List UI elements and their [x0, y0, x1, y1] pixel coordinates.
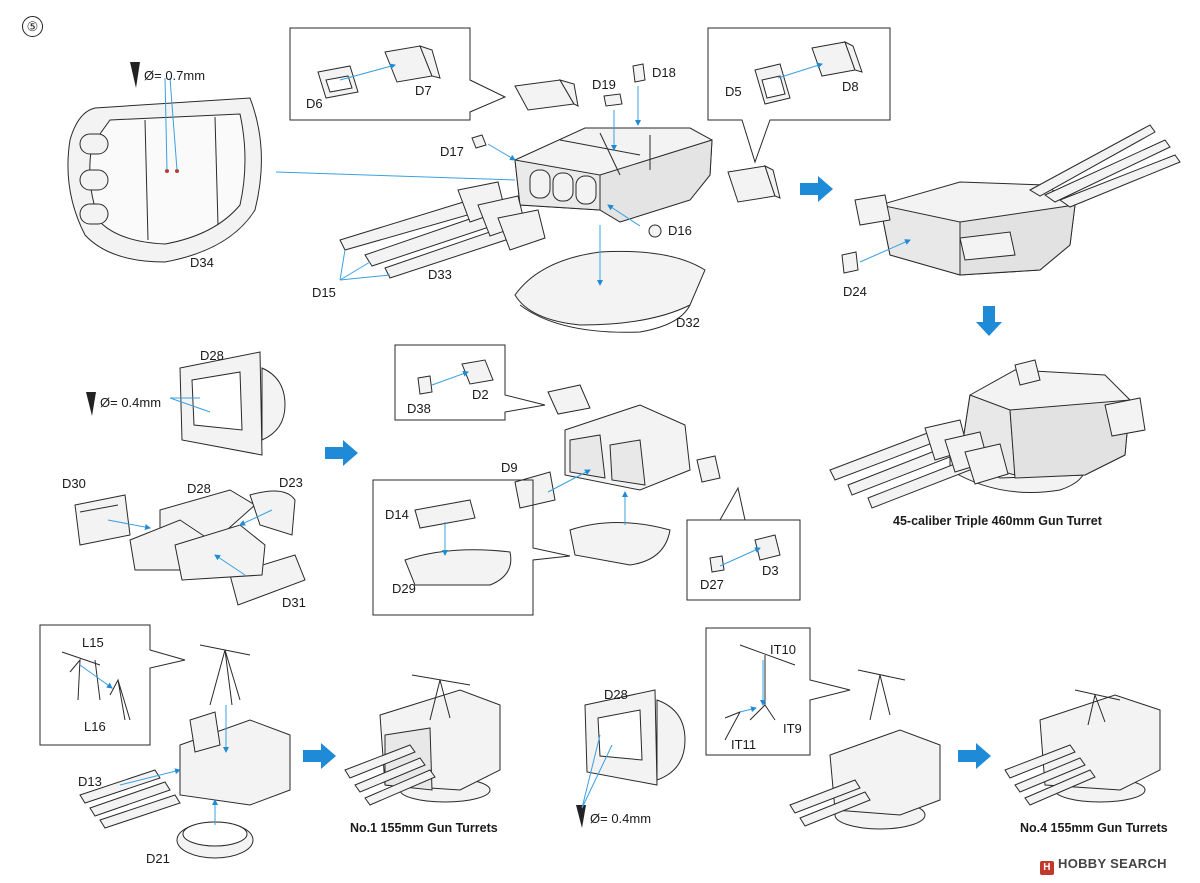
d14-d29-inset — [372, 479, 571, 616]
d23-part — [249, 490, 296, 536]
d14-part — [414, 499, 476, 529]
d2-placed — [547, 384, 591, 415]
d29-part — [404, 549, 512, 586]
d38-part — [417, 375, 433, 395]
label-d2: D2 — [472, 387, 489, 402]
caption-460mm-turret: 45-caliber Triple 460mm Gun Turret — [893, 514, 1102, 528]
d9-part — [514, 471, 556, 509]
label-d38: D38 — [407, 401, 431, 416]
d8-part — [811, 40, 863, 77]
drill-note-top: Ø= 0.7mm — [144, 68, 206, 83]
drill-note-bottom: Ø= 0.4mm — [590, 811, 652, 826]
d27-part — [709, 555, 725, 573]
label-d21: D21 — [146, 851, 170, 866]
no4-assembled — [1004, 689, 1161, 806]
main-turret-housing — [514, 127, 713, 223]
label-d19: D19 — [592, 77, 616, 92]
l16-part — [109, 678, 131, 721]
label-d3: D3 — [762, 563, 779, 578]
label-d32: D32 — [676, 315, 700, 330]
label-d28-bottom: D28 — [604, 687, 628, 702]
label-it10: IT10 — [770, 642, 797, 657]
d28-sub-assembly — [129, 519, 266, 581]
d30-part — [74, 494, 131, 546]
caption-no4-155mm: No.4 155mm Gun Turrets — [1020, 821, 1168, 835]
watermark-logo-icon: H — [1040, 861, 1054, 875]
drill-bits — [86, 62, 586, 828]
small-parts — [471, 63, 662, 238]
watermark: H HOBBY SEARCH — [1040, 856, 1167, 875]
label-d5: D5 — [725, 84, 742, 99]
process-arrows — [303, 176, 1002, 769]
label-it11: IT11 — [731, 737, 757, 752]
label-d15: D15 — [312, 285, 336, 300]
leader-lines — [79, 62, 911, 825]
d27-d3-inset — [686, 486, 801, 601]
label-d17: D17 — [440, 144, 464, 159]
label-d16: D16 — [668, 223, 692, 238]
label-d23: D23 — [279, 475, 303, 490]
no4-exploded — [789, 669, 941, 830]
d5-placed — [727, 165, 781, 203]
d28-top-view — [179, 351, 286, 456]
d29-placed — [569, 522, 671, 566]
d32-base — [514, 250, 706, 333]
label-d27: D27 — [700, 577, 724, 592]
label-it9: IT9 — [783, 721, 802, 736]
label-d7: D7 — [415, 83, 432, 98]
body-assembly-center — [564, 404, 691, 491]
label-d28-top: D28 — [200, 348, 224, 363]
label-l15: L15 — [82, 635, 104, 650]
d28-side-view — [584, 689, 686, 786]
d7-part — [384, 45, 441, 83]
d7-placed — [514, 79, 579, 111]
label-d29: D29 — [392, 581, 416, 596]
d5-part — [754, 63, 791, 105]
label-l16: L16 — [84, 719, 106, 734]
label-d14: D14 — [385, 507, 409, 522]
it10-part — [739, 644, 796, 705]
label-d31: D31 — [282, 595, 306, 610]
watermark-text: HOBBY SEARCH — [1058, 856, 1167, 871]
label-d18: D18 — [652, 65, 676, 80]
label-d33: D33 — [428, 267, 452, 282]
label-d6: D6 — [306, 96, 323, 111]
no1-exploded — [79, 644, 291, 859]
label-d24: D24 — [843, 284, 867, 299]
d5-d8-inset — [707, 27, 891, 164]
step-number-badge: ⑤ — [22, 16, 43, 37]
l15-l16-inset — [39, 624, 186, 746]
caption-no1-155mm: No.1 155mm Gun Turrets — [350, 821, 498, 835]
d3-part — [754, 534, 781, 561]
label-d28-mid: D28 — [187, 481, 211, 496]
assembled-460mm-turret — [829, 359, 1146, 509]
l15-part — [61, 651, 101, 701]
drill-note-mid-left: Ø= 0.4mm — [100, 395, 162, 410]
label-d9: D9 — [501, 460, 518, 475]
d31-part — [229, 554, 306, 606]
label-d30: D30 — [62, 476, 86, 491]
d2-part — [461, 359, 494, 385]
d15-barrels — [339, 181, 546, 279]
label-d8: D8 — [842, 79, 859, 94]
it9-it11-part — [724, 704, 776, 741]
label-d34: D34 — [190, 255, 214, 270]
assembled-turret-top-right — [841, 124, 1181, 276]
d6-d7-inset — [289, 27, 507, 121]
d38-d2-inset — [394, 344, 546, 421]
it-inset — [705, 627, 851, 756]
no1-assembled — [344, 674, 501, 806]
d6-part — [317, 65, 359, 99]
d3-placed — [696, 455, 721, 483]
d34-roof-plan — [67, 97, 262, 263]
label-d13: D13 — [78, 774, 102, 789]
